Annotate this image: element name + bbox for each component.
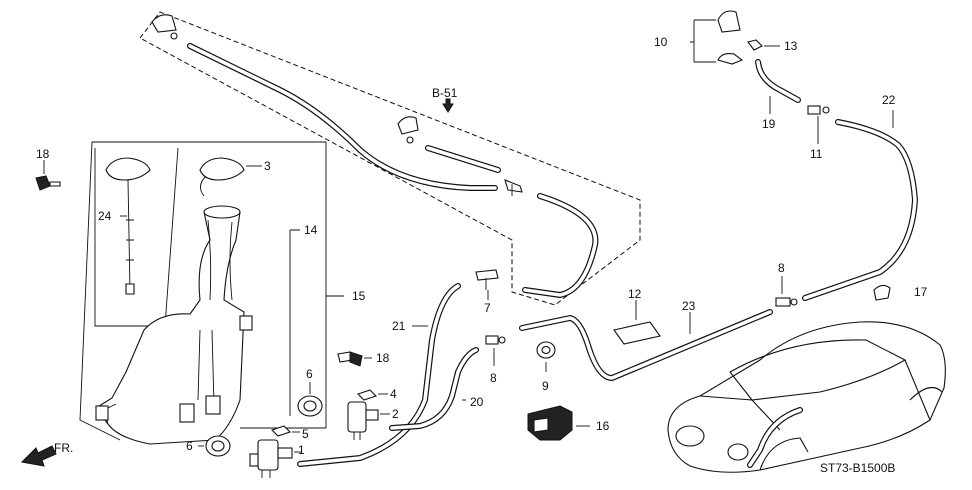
reference-code: ST73-B1500B xyxy=(820,461,895,475)
callout-4: 4 xyxy=(390,387,397,401)
washer-pump-1[interactable] xyxy=(249,439,293,478)
seal-4[interactable] xyxy=(356,389,378,401)
washer-reservoir-tank[interactable] xyxy=(95,205,253,445)
callout-8-left: 8 xyxy=(490,371,497,385)
callout-24: 24 xyxy=(98,209,112,223)
callout-20: 20 xyxy=(470,395,484,409)
front-label: FR. xyxy=(54,441,73,455)
callout-18-center: 18 xyxy=(376,351,390,365)
pad-12[interactable] xyxy=(613,321,661,345)
callout-17: 17 xyxy=(914,285,928,299)
rear-hose-22[interactable] xyxy=(802,119,918,301)
callout-21: 21 xyxy=(392,319,406,333)
grommet-9[interactable] xyxy=(536,341,556,359)
callout-1: 1 xyxy=(298,443,305,457)
callout-3: 3 xyxy=(264,159,271,173)
windshield-hose-short[interactable] xyxy=(425,145,501,173)
callout-13: 13 xyxy=(784,39,798,53)
windshield-nozzle-center[interactable] xyxy=(397,116,419,144)
bolt-18-center[interactable] xyxy=(337,351,363,367)
t-joint-7[interactable] xyxy=(475,269,499,290)
grommet-6-upper[interactable] xyxy=(297,395,323,417)
callout-10: 10 xyxy=(654,35,668,49)
leader-14 xyxy=(289,229,300,416)
section-ref-arrow xyxy=(442,98,454,113)
joint-8-left[interactable] xyxy=(485,335,506,345)
grommet-6-lower[interactable] xyxy=(205,435,231,457)
seal-5[interactable] xyxy=(270,425,292,437)
leader-10 xyxy=(690,19,716,63)
cap-24[interactable] xyxy=(105,157,151,295)
bracket-16[interactable] xyxy=(527,405,573,441)
callout-9: 9 xyxy=(542,379,549,393)
callout-16: 16 xyxy=(596,419,610,433)
callout-12: 12 xyxy=(628,287,642,301)
section-ref-label: B-51 xyxy=(432,86,458,100)
front-arrow xyxy=(20,445,57,467)
bolt-18-left[interactable] xyxy=(35,175,61,191)
clip-17[interactable] xyxy=(873,284,891,301)
callout-2: 2 xyxy=(392,407,399,421)
callout-6-lower: 6 xyxy=(186,439,193,453)
rear-washer-nozzle[interactable] xyxy=(717,10,744,65)
callout-14: 14 xyxy=(304,223,318,237)
callout-18-left: 18 xyxy=(36,147,50,161)
hose-20[interactable] xyxy=(389,347,479,431)
nozzle-grommet[interactable] xyxy=(747,39,763,51)
callout-23: 23 xyxy=(682,299,696,313)
joint-11[interactable] xyxy=(807,105,830,115)
hose-21[interactable] xyxy=(297,283,461,467)
washer-pump-2[interactable] xyxy=(347,401,379,440)
joint-8-right[interactable] xyxy=(775,297,798,307)
windshield-hose-long[interactable] xyxy=(187,43,498,191)
callout-7: 7 xyxy=(484,301,491,315)
t-joint-upper[interactable] xyxy=(504,179,523,196)
callout-15: 15 xyxy=(352,289,366,303)
windshield-nozzle-left[interactable] xyxy=(151,14,178,40)
callout-5: 5 xyxy=(302,427,309,441)
rear-hose-19[interactable] xyxy=(755,59,801,103)
callout-8-right: 8 xyxy=(778,261,785,275)
inner-frame xyxy=(94,147,179,327)
car-outline xyxy=(667,321,946,473)
windshield-hose-return[interactable] xyxy=(522,193,599,298)
windshield-group-frame xyxy=(139,11,641,306)
callout-19: 19 xyxy=(762,117,776,131)
callout-11: 11 xyxy=(810,147,823,161)
callout-22: 22 xyxy=(882,93,896,107)
callout-6-upper: 6 xyxy=(306,367,313,381)
rear-hose-23[interactable] xyxy=(519,309,773,381)
cap-3[interactable] xyxy=(199,157,245,197)
